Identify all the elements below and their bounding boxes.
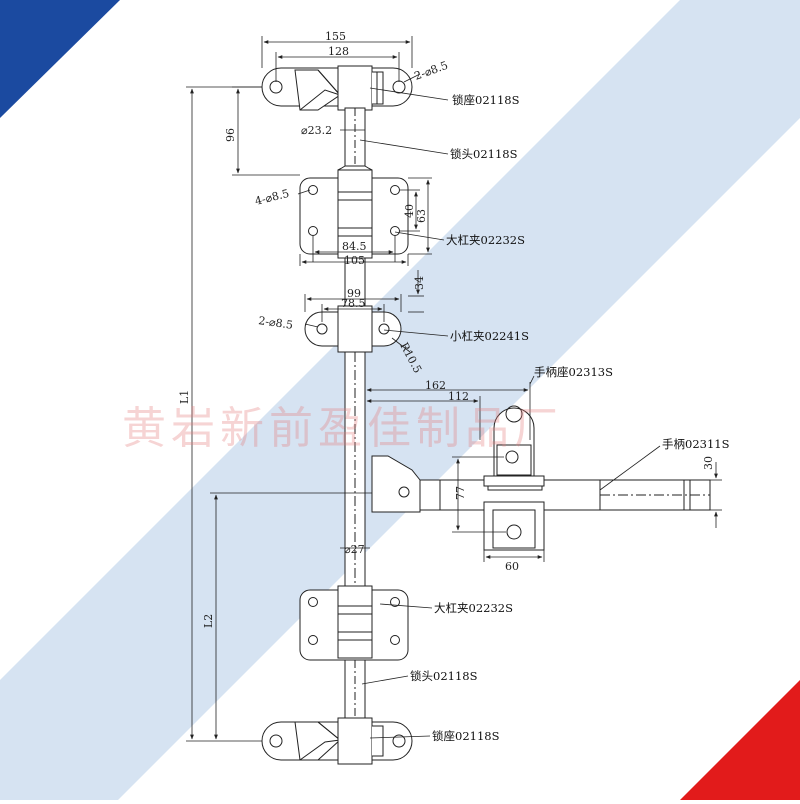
label-lock-seat-top: 锁座02118S xyxy=(452,93,520,107)
lock-head-top xyxy=(344,107,366,167)
lock-head-bottom xyxy=(344,659,366,719)
dim-clamp-hole-span: 84.5 xyxy=(342,240,367,253)
dim-seat-to-clamp: 96 xyxy=(224,128,237,142)
label-handle-seat: 手柄座02313S xyxy=(534,365,613,379)
dim-small-clamp-holes: 2-⌀8.5 xyxy=(258,314,294,332)
dim-total-length: L1 xyxy=(178,390,191,404)
dim-clamp-height: 63 xyxy=(415,209,428,223)
corner-triangle-top-left xyxy=(0,0,120,118)
dim-seat-outer-width: 155 xyxy=(325,30,346,43)
dim-seat-hole-span: 128 xyxy=(328,45,349,58)
handle-seat xyxy=(483,405,545,551)
label-lock-head-bottom: 锁头02118S xyxy=(410,669,478,683)
dim-seat-holes: 2-⌀8.5 xyxy=(413,59,450,83)
dim-handle-seat-height: 77 xyxy=(454,486,467,500)
label-small-clamp: 小杠夹02241S xyxy=(450,329,529,343)
dimension-lines xyxy=(186,36,722,742)
dim-clamp-holes: 4-⌀8.5 xyxy=(254,187,291,208)
big-clamp-bottom xyxy=(299,585,409,661)
watermark-text: 黄岩新前盈佳制品厂 xyxy=(122,403,563,454)
label-lock-seat-bottom: 锁座02118S xyxy=(432,729,500,743)
dim-clamp-width: 105 xyxy=(344,254,365,267)
small-clamp xyxy=(304,305,402,353)
dim-handle-seat-offset: 112 xyxy=(448,390,469,403)
lock-seat-top xyxy=(261,65,413,111)
dim-small-clamp-hole-span: 78.5 xyxy=(341,297,366,310)
dim-handle-reach: 162 xyxy=(425,379,446,392)
label-handle: 手柄02311S xyxy=(662,437,730,451)
corner-triangle-bottom-right xyxy=(680,680,800,800)
lock-seat-bottom xyxy=(261,717,413,765)
main-rod-lower xyxy=(344,351,366,591)
dim-small-clamp-width: 99 xyxy=(347,287,361,300)
label-lock-head-top: 锁头02118S xyxy=(450,147,518,161)
big-clamp-top xyxy=(299,165,409,259)
handle xyxy=(419,479,711,511)
dim-clamp-hole-height: 40 xyxy=(403,204,416,218)
label-big-clamp-bottom: 大杠夹02232S xyxy=(434,601,513,615)
dim-handle-seat-width: 60 xyxy=(505,560,519,573)
dim-bar-diameter: ⌀27 xyxy=(344,543,365,556)
dim-lower-length: L2 xyxy=(202,614,215,628)
dim-head-diameter: ⌀23.2 xyxy=(301,124,332,137)
dim-small-clamp-offset: 34 xyxy=(413,276,426,290)
dim-handle-diameter: 30 xyxy=(702,456,715,470)
label-big-clamp-top: 大杠夹02232S xyxy=(446,233,525,247)
